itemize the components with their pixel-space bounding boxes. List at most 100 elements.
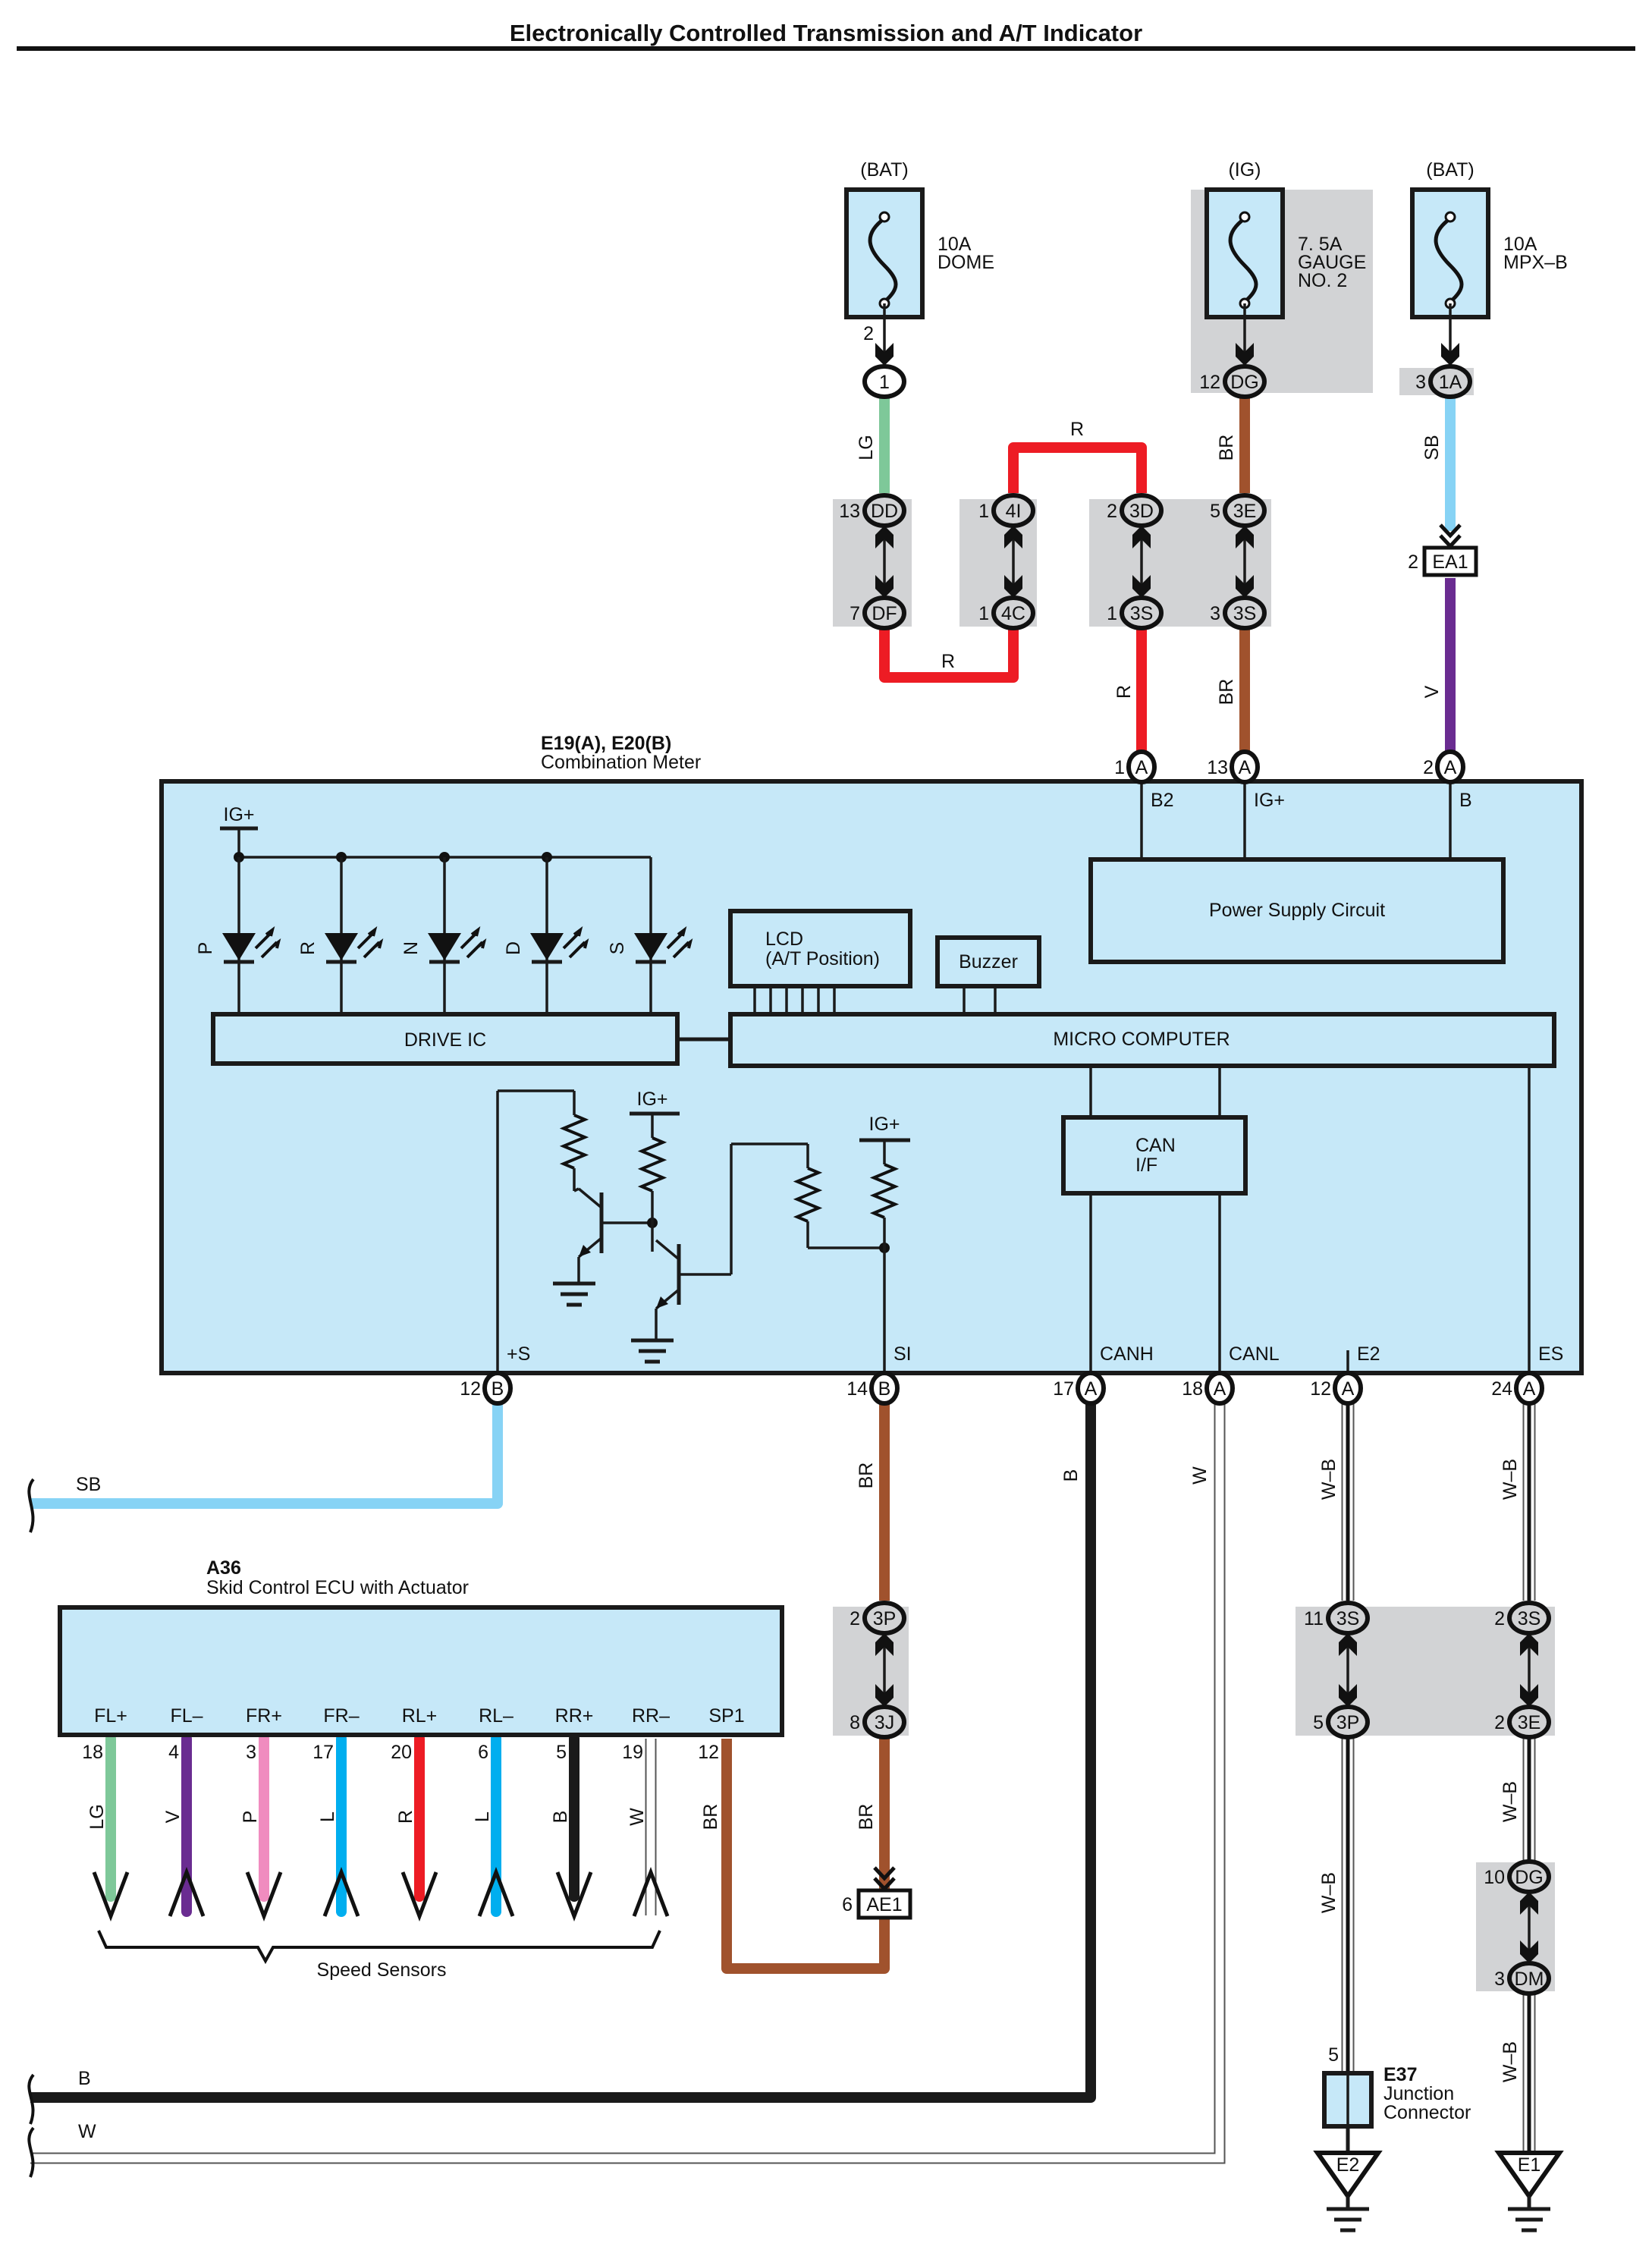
skid-ecu-pin-label: RL– [479,1705,514,1727]
title-rule [17,46,1635,51]
junction-3p-3j-upper-label: 3P [873,1608,897,1629]
combination-meter-name: Combination Meter [541,752,701,773]
speed-sensor-wire-color: R [395,1810,416,1824]
meter-top-pin-B2-oval [1126,749,1157,784]
buzzer-box [935,935,1041,988]
fuse-source-label: (IG) [1228,159,1261,181]
wire-wb-es-low-label: W–B [1500,2041,1521,2082]
junction-4i-4c-lower-label: 4C [1001,603,1025,624]
speed-sensor-pin-number: 3 [246,1742,256,1763]
ground-point-E2-icon [1313,2151,1383,2201]
fuse-name: DOME [937,252,994,273]
wire-v-label: V [1421,685,1443,698]
wire-br-sp1-label: BR [700,1804,721,1830]
speed-sensor-arrow-up-icon [632,1866,670,1917]
meter-bottom-pin-number: 17 [1053,1378,1074,1400]
speed-sensor-wire-color: W [627,1808,648,1826]
junction-3e-3s-lower-label: 3S [1233,603,1257,624]
junction-3e-3s-arrow-down-icon [1236,575,1254,598]
junction-dg-dm-upper-label: DG [1515,1867,1544,1888]
meter-bottom-pin-CANH-label: A [1085,1378,1098,1400]
junction-3d-3s-lower-pin: 1 [1107,603,1117,624]
meter-bottom-pin-CANL-label: A [1214,1378,1226,1400]
junction-3s-3p-arrow-up-icon [1339,1633,1357,1656]
fuse-dome-element-icon [868,216,898,303]
skid-ecu-name: Skid Control ECU with Actuator [206,1577,469,1598]
meter-top-pin-label: B [1459,790,1472,811]
junction-3e-3s-upper-pin: 5 [1210,501,1220,522]
resistor-1-icon [559,1114,589,1170]
fuse-name: GAUGE [1298,252,1366,273]
ground-point-E1-icon [1494,2151,1564,2201]
wire-r-bottom-label: R [941,651,955,672]
wire-w-bottom-label: W [78,2121,96,2142]
fuse-arrow-down-icon [875,343,894,366]
meter-bottom-pin-ES-oval [1514,1371,1544,1406]
junction-3s-3e-lower-label: 3E [1518,1712,1541,1733]
junction-dd-df-lower-label: DF [872,603,897,624]
led-D-light-arrows-icon [562,926,589,959]
connector-dg-label: DG [1230,372,1259,393]
lcd-box [728,909,912,988]
speed-sensor-arrow-down-icon [92,1871,130,1922]
speed-sensor-wire-color: P [240,1811,261,1824]
connector-ea1-pin: 2 [1408,551,1418,573]
connector-1a-oval [1428,364,1472,399]
ground-point-label: E2 [1336,2154,1360,2176]
wire-b-canh [30,1403,1096,2103]
resistor-4-icon [869,1163,900,1219]
speed-sensor-pin-number: 5 [556,1742,567,1763]
ig-plus-label-2: IG+ [637,1089,668,1110]
junction-dg-dm-arrow-up-icon [1520,1892,1538,1915]
junction-dg-dm-lower-pin: 3 [1494,1969,1505,1990]
skid-ecu-pin-label: FR+ [246,1705,282,1727]
speed-sensor-arrow-down-icon [555,1871,593,1922]
t1c [573,1187,579,1192]
fuse-mpx-b-terminal-top [1444,211,1456,223]
meter-bottom-pin-SI-oval [869,1371,900,1406]
speed-sensor-arrow-up-icon [168,1866,206,1917]
junction-3d-3s-lower-label: 3S [1130,603,1154,624]
junction-3p-3j-upper-pin: 2 [850,1608,860,1629]
junction-3d-3s-upper-pin: 2 [1107,501,1117,522]
wire-break-mark-1 [27,2073,35,2125]
fuse-name: MPX–B [1503,252,1568,273]
e37-pin: 5 [1328,2044,1339,2066]
junction-4i-4c-upper-pin: 1 [978,501,989,522]
speed-sensor-arrow-up-icon [322,1866,360,1917]
speed-sensor-wire-color: L [317,1812,338,1822]
fuse-rating: 10A [937,234,972,255]
connector-1-oval [862,364,906,399]
wires [30,394,1536,2164]
speed-sensor-arrow-down-icon [400,1871,438,1922]
led-R-diode-icon [325,933,358,960]
wire-sb-left [30,1403,503,1509]
junction-dd-df-lower-pin: 7 [850,603,860,624]
fuse-mpx-b-element-icon [1434,216,1464,303]
power-supply-circuit-box [1088,857,1506,964]
fuse-gauge-terminal-top [1239,211,1251,223]
junction-3p-3j-lower-pin: 8 [850,1712,860,1733]
junction-3p-3j-arrow-up-icon [875,1633,894,1656]
meter-top-pin-B2-label: A [1135,757,1148,778]
skid-ecu-pin-label: RR– [632,1705,670,1727]
speed-sensor-pin-number: 4 [168,1742,179,1763]
speed-sensor-pin-number: 20 [391,1742,412,1763]
led-P-light-arrows-icon [254,926,281,959]
fuse-name-line2: NO. 2 [1298,270,1347,291]
meter-top-pin-IG+-oval [1230,749,1260,784]
skid-ecu-pin-label: FR– [323,1705,359,1727]
speed-sensor-pin-number: 6 [478,1742,488,1763]
e37-name-line2: Connector [1383,2102,1471,2123]
connector-dg-oval [1223,364,1267,399]
led-N-light-arrows-icon [460,926,487,959]
junction-3s-3p-upper-label: 3S [1336,1608,1360,1629]
meter-top-pin-number: 1 [1114,757,1125,778]
fuse-rating: 7. 5A [1298,234,1343,255]
led-label-N: N [400,941,422,955]
micro-computer-label: MICRO COMPUTER [1053,1029,1230,1050]
fuse-source-label: (BAT) [1426,159,1474,181]
wire-br-down-label: BR [1216,679,1237,705]
